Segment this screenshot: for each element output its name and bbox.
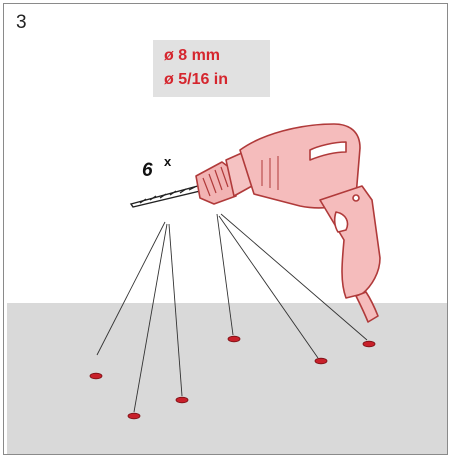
drill-bit-diameter-in: ø 5/16 in [164, 71, 229, 88]
drill-hole-marker-icon [89, 372, 103, 380]
power-drill-icon [195, 123, 381, 323]
floor-surface [7, 303, 447, 454]
drill-hole-markers [89, 335, 376, 420]
step-number: 3 [16, 12, 27, 33]
drill-bit-size-box: ø 8 mm ø 5/16 in [153, 40, 270, 97]
drill-hole-marker-icon [127, 412, 141, 420]
drill-bit-diameter-mm: ø 8 mm [164, 47, 221, 64]
drill-hole-marker-icon [362, 340, 376, 348]
hole-count-number: 6 [142, 160, 153, 181]
drill-hole-marker-icon [175, 396, 189, 404]
drill-hole-marker-icon [314, 357, 328, 365]
guide-lines [96, 213, 368, 413]
hole-count-multiplier: x [164, 154, 172, 169]
drill-hole-marker-icon [227, 335, 241, 343]
drill-bit-icon [129, 185, 201, 208]
